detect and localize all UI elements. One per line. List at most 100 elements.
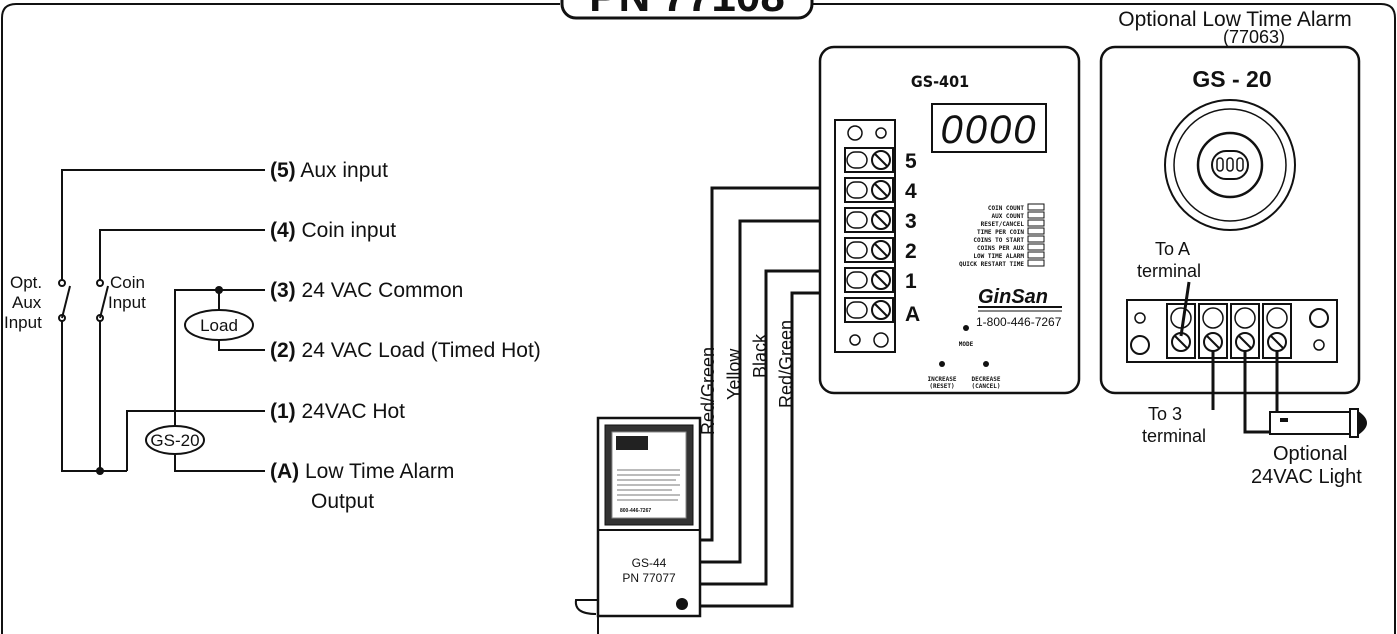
opt-aux-label-1: Opt.: [10, 273, 42, 292]
menu-indicator-leds: [1027, 203, 1045, 267]
gs44-name: GS-44: [632, 556, 667, 570]
strip-hole-top: [875, 127, 887, 139]
gs44-device: 800-446-7267 GS-44 PN 77077: [574, 416, 702, 634]
cancel-label: (CANCEL): [972, 383, 1001, 390]
optional-light: [1269, 408, 1367, 438]
terminal-label-a: (A) Low Time Alarm: [270, 460, 454, 483]
decrease-button[interactable]: [983, 361, 989, 367]
gs20-buzzer-pins: [1216, 157, 1244, 172]
menu-item-coins-to-start: COINS TO START: [973, 237, 1024, 244]
gs20-terminal-2: [1198, 303, 1228, 359]
gs44-instruction-lines: [617, 469, 680, 501]
wire-label-red-green-1: Red/Green: [698, 347, 718, 435]
menu-item-reset-cancel: RESET/CANCEL: [981, 221, 1025, 228]
wire-label-red-green-2: Red/Green: [776, 320, 796, 408]
junction-dot: [96, 467, 104, 475]
gs44-mount-bracket: [574, 560, 599, 634]
terminal-label-3: (3) 24 VAC Common: [270, 279, 463, 302]
gs20-label: GS-20: [150, 431, 199, 450]
to-a-wire: [1179, 281, 1191, 337]
wire-label-yellow: Yellow: [724, 348, 744, 400]
gs44-pn: PN 77077: [622, 571, 676, 585]
terminal-label-1: (1) 24VAC Hot: [270, 400, 405, 423]
gs20-strip-hole-right: [1313, 339, 1325, 351]
hot-wire: [126, 410, 265, 471]
menu-item-time-per-coin: TIME PER COIN: [977, 229, 1024, 236]
aux-wire: [61, 169, 265, 283]
aux-switch: [58, 279, 71, 322]
opt-aux-label-3: Input: [4, 313, 42, 332]
gs401-controller: GS-401 0000: [818, 45, 1081, 395]
load-down-wire: [218, 340, 265, 351]
gs401-terminal-number-2: 2: [905, 240, 917, 263]
gs20-terminal-4: [1262, 303, 1292, 359]
gs20-ellipse: [145, 425, 205, 455]
gs20-strip-hole-left: [1134, 312, 1146, 324]
gs44-phone: 800-446-7267: [620, 508, 651, 514]
gs401-title: GS-401: [911, 72, 969, 91]
menu-item-coins-per-aux: COINS PER AUX: [977, 245, 1024, 252]
alarm-wire: [174, 455, 265, 472]
increase-label: INCREASE: [928, 376, 957, 383]
load-ellipse: [184, 309, 254, 341]
decrease-label: DECREASE: [972, 376, 1001, 383]
mode-label: MODE: [959, 341, 974, 348]
schematic: Opt. Aux Input Coin Input Load GS-20 (5)…: [4, 159, 541, 513]
gs401-terminal-number-1: 1: [905, 270, 917, 293]
wire-label-black: Black: [750, 333, 770, 378]
terminal-label-4: (4) Coin input: [270, 219, 396, 242]
gs20-alarm: Optional Low Time Alarm (77063) GS - 20 …: [1099, 8, 1367, 488]
to-a-label-1: To A: [1155, 239, 1190, 259]
reset-label: (RESET): [929, 383, 954, 390]
mode-button[interactable]: [963, 325, 969, 331]
alarm-pn: (77063): [1223, 27, 1285, 47]
gs20-title: GS - 20: [1192, 66, 1271, 92]
common-wire: [174, 289, 265, 426]
gs401-display-digits: 0000: [941, 108, 1038, 152]
strip-hole-bottom: [849, 334, 861, 346]
to-3-label-1: To 3: [1148, 404, 1182, 424]
gs401-terminal-4: [844, 177, 894, 203]
gs401-phone: 1-800-446-7267: [976, 315, 1062, 329]
gs401-terminal-number-4: 4: [905, 180, 917, 203]
gs401-terminal-3: [844, 207, 894, 233]
load-label: Load: [200, 316, 238, 335]
gs401-terminal-number-a: A: [905, 303, 920, 326]
opt-aux-label-2: Aux: [12, 293, 42, 312]
gs401-display: [931, 103, 1047, 153]
terminal-label-a-line2: Output: [311, 490, 374, 513]
strip-screw-bottom-right: [873, 332, 889, 348]
coin-input-label-1: Coin: [110, 273, 145, 292]
coin-input-label-2: Input: [108, 293, 146, 312]
gs401-terminal-2: [844, 237, 894, 263]
light-label-1: Optional: [1273, 443, 1348, 465]
coin-switch: [96, 279, 109, 322]
gs401-brand: GinSan: [978, 286, 1048, 308]
menu-item-aux-count: AUX COUNT: [991, 213, 1024, 220]
strip-screw-top-left: [847, 125, 863, 141]
increase-button[interactable]: [939, 361, 945, 367]
gs401-terminal-1: [844, 267, 894, 293]
to-a-label-2: terminal: [1137, 261, 1201, 281]
gs20-strip-screw-left: [1130, 335, 1150, 355]
gs44-logo: [616, 436, 648, 450]
menu-item-coin-count: COIN COUNT: [988, 205, 1025, 212]
light-wire-1: [1243, 350, 1272, 434]
gs401-terminal-number-3: 3: [905, 210, 917, 233]
gs401-terminal-number-5: 5: [905, 150, 917, 173]
title-fragment: PN 77108: [560, 0, 814, 21]
menu-item-quick-restart-time: QUICK RESTART TIME: [959, 261, 1024, 268]
gs44-coin-slot: [676, 598, 688, 610]
gs401-terminal-a: [844, 297, 894, 323]
gs20-strip-screw-right: [1309, 308, 1329, 328]
page-frame: [1, 3, 1396, 634]
coin-wire: [99, 229, 265, 283]
wire-red-green-1: [700, 186, 848, 542]
terminal-label-2: (2) 24 VAC Load (Timed Hot): [270, 339, 541, 362]
bottom-bus: [61, 318, 127, 472]
junction-dot: [215, 286, 223, 294]
gs401-terminal-5: [844, 147, 894, 173]
terminal-label-5: (5) Aux input: [270, 159, 388, 182]
to-3-label-2: terminal: [1142, 426, 1206, 446]
alarm-heading: Optional Low Time Alarm: [1118, 8, 1351, 31]
